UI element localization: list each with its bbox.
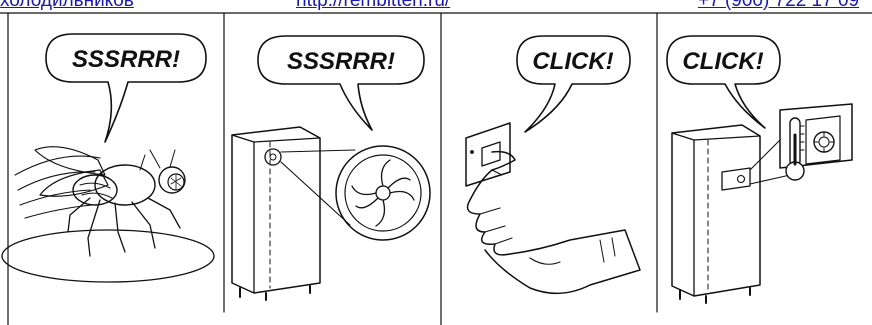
bubble-caption-3: CLICK! [532, 48, 613, 75]
fan-blades [352, 160, 414, 226]
fly-leg [88, 200, 100, 256]
panel-fly: SSSRRR! [2, 34, 214, 282]
bubble-caption-2: SSSRRR! [287, 48, 395, 75]
motion-lines [15, 156, 100, 218]
fly-shadow [2, 230, 214, 282]
hand [468, 152, 640, 294]
thermostat-small [722, 168, 750, 190]
panel-fridge-fan: SSSRRR! [232, 36, 430, 300]
zoom-lines [281, 150, 355, 225]
panel-wall-switch: CLICK! [466, 36, 640, 293]
fridge-body [232, 127, 320, 293]
fridge-fan-small [265, 149, 281, 165]
fan-magnified [336, 146, 430, 240]
bubble-caption-1: SSSRRR! [72, 46, 180, 73]
bubble-caption-4: CLICK! [682, 48, 763, 75]
fridge-body-2 [672, 125, 760, 296]
switch-plate [466, 123, 510, 186]
panel-fridge-thermostat: CLICK! [667, 36, 852, 303]
switch-rocker[interactable] [482, 142, 500, 166]
fridge-feet [240, 286, 310, 300]
